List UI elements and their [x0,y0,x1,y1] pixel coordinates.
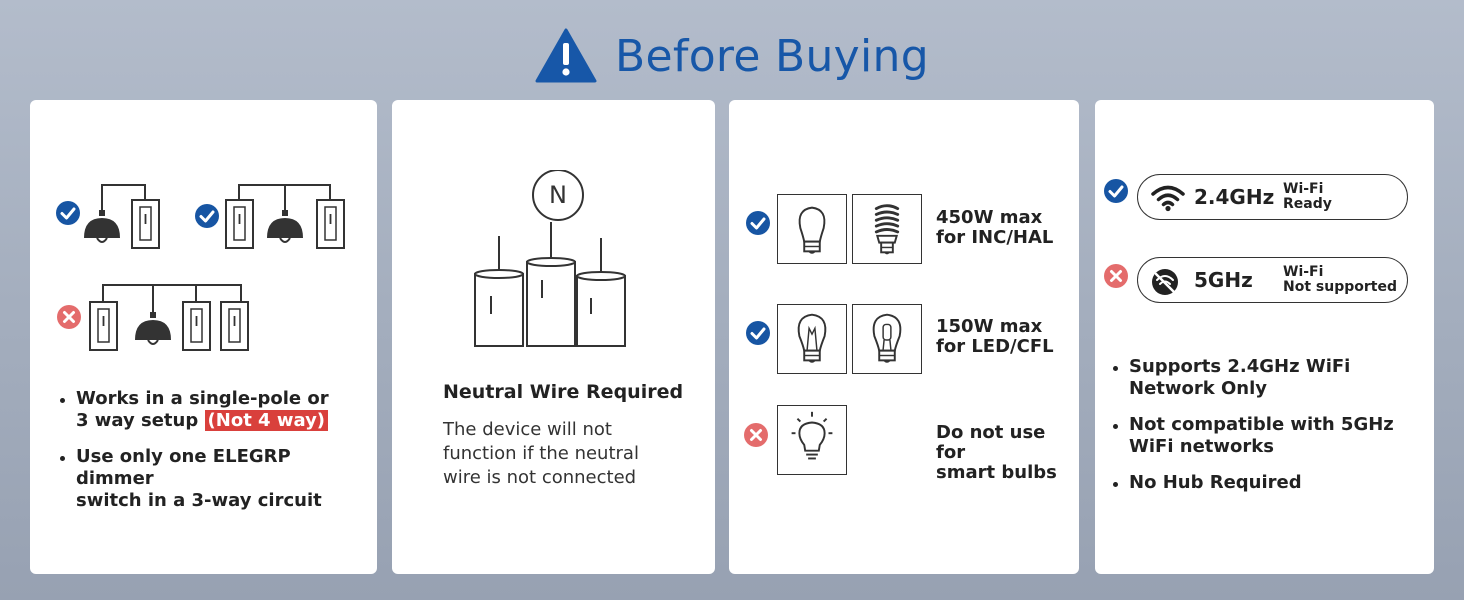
warning-triangle-icon [535,28,597,83]
check-icon [194,203,220,229]
neutral-wire-description: The device will not function if the neut… [443,419,639,488]
wifi-icon [1151,185,1185,212]
incandescent-rating: 450W max for INC/HAL [936,207,1054,248]
wifi-24ghz-pill: 2.4GHz Wi-Fi Ready [1137,174,1408,220]
card-wifi-requirements: 2.4GHz Wi-Fi Ready 5GHz Wi-Fi Not suppor… [1095,100,1434,574]
neutral-badge-text: N [549,181,567,209]
bullet-item: Not compatible with 5GHz WiFi networks [1111,414,1421,458]
wifi-bullets: Supports 2.4GHz WiFi Network Only Not co… [1111,356,1421,508]
cfl-bulb-icon [852,194,922,264]
not-4-way-highlight: (Not 4 way) [204,410,329,431]
neutral-wire-icon: N [474,170,626,347]
check-icon [745,210,771,236]
card-neutral-wire: N Neutral Wire Required The device will … [392,100,715,574]
check-icon [1103,178,1129,204]
three-way-diagram [225,184,345,249]
wifi-status-top: Wi-Fi [1283,264,1324,280]
check-icon [745,320,771,346]
card-wiring-setup: Works in a single-pole or 3 way setup (N… [30,100,377,574]
bullet-item: Use only one ELEGRP dimmer switch in a 3… [58,446,368,512]
wifi-5ghz-pill: 5GHz Wi-Fi Not supported [1137,257,1408,303]
bullet-item: Supports 2.4GHz WiFi Network Only [1111,356,1421,400]
wiring-bullets: Works in a single-pole or 3 way setup (N… [58,388,368,526]
smart-bulb-warning: Do not use for smart bulbs [936,422,1057,483]
cross-icon [1103,263,1129,289]
check-icon [55,200,81,226]
wifi-status-bottom: Ready [1283,196,1332,212]
card-bulb-compatibility: 450W max for INC/HAL 150W max for LED/CF… [729,100,1079,574]
wifi-status-bottom: Not supported [1283,279,1397,295]
wifi-frequency-label: 2.4GHz [1194,185,1275,209]
single-pole-diagram [84,184,160,249]
led-bulb-icon [777,304,847,374]
led-rating: 150W max for LED/CFL [936,316,1054,357]
neutral-wire-title: Neutral Wire Required [443,381,684,403]
cross-icon [743,422,769,448]
cross-icon [56,304,82,330]
page-header: Before Buying [0,18,1464,94]
four-way-diagram [89,284,249,351]
page-title: Before Buying [615,30,929,82]
halogen-bulb-icon [852,304,922,374]
incandescent-bulb-icon [777,194,847,264]
wifi-frequency-label: 5GHz [1194,268,1253,292]
smart-bulb-icon [777,405,847,475]
wifi-disabled-icon [1152,269,1178,295]
bullet-item: Works in a single-pole or 3 way setup (N… [58,388,368,432]
bullet-item: No Hub Required [1111,472,1421,494]
wifi-status-top: Wi-Fi [1283,181,1324,197]
